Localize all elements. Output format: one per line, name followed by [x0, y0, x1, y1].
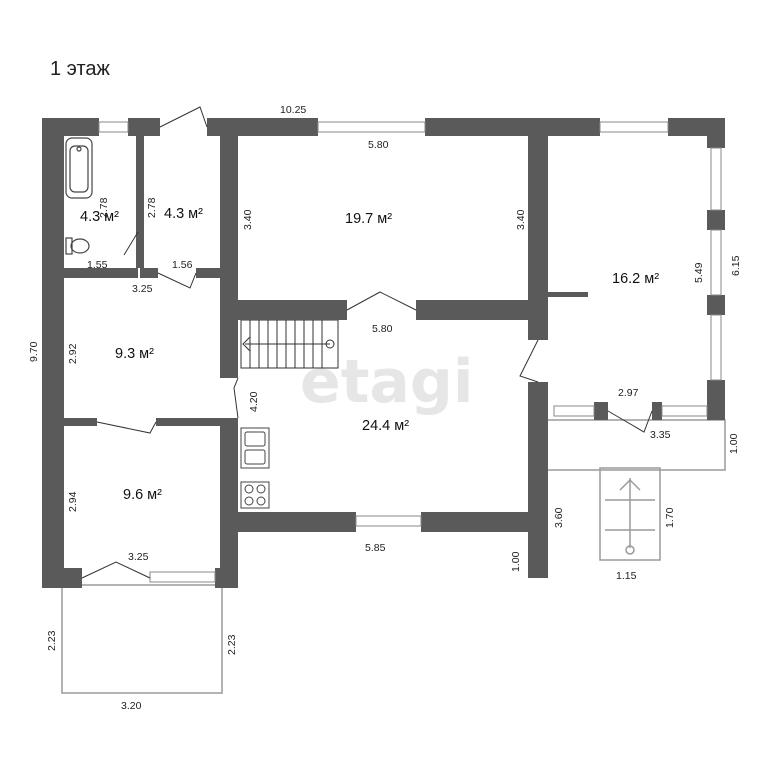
window — [149, 571, 216, 583]
exterior-stair — [599, 467, 661, 561]
door — [519, 339, 539, 383]
terrace — [61, 584, 223, 694]
dim-kitchen-wall-stub: 1.00 — [510, 551, 522, 572]
dim-hall-height: 2.78 — [146, 197, 158, 218]
dim-left-total: 9.70 — [28, 341, 40, 362]
dim-bath-height: 2.78 — [98, 197, 110, 218]
dim-corner-bottom-outer: 3.35 — [650, 429, 671, 441]
window — [710, 147, 722, 211]
floor-title: 1 этаж — [50, 58, 110, 80]
dim-hall-width: 1.56 — [172, 259, 193, 271]
windows — [98, 121, 722, 583]
dim-corner-bottom-inner: 2.97 — [618, 387, 639, 399]
door — [123, 231, 139, 256]
dim-stair-height: 4.20 — [248, 391, 260, 412]
room-area-hall: 4.3 м² — [164, 206, 203, 222]
toilet — [65, 237, 90, 255]
room-area-entry: 9.6 м² — [123, 487, 162, 503]
dim-stair-ext-height: 1.70 — [664, 507, 676, 528]
dim-room-left-height: 2.92 — [67, 343, 79, 364]
dim-bath-width: 1.55 — [87, 259, 108, 271]
dim-terrace-right-height: 2.23 — [226, 634, 238, 655]
window — [661, 405, 708, 417]
dim-top-living: 5.80 — [368, 139, 389, 151]
dim-porch-right-height: 1.00 — [728, 433, 740, 454]
door — [346, 291, 417, 311]
dim-room-left-width: 3.25 — [132, 283, 153, 295]
door — [96, 421, 157, 434]
dim-terrace-left-height: 2.23 — [46, 630, 58, 651]
dim-kitchen-right-height: 3.60 — [553, 507, 565, 528]
dim-terrace-width: 3.20 — [121, 700, 142, 712]
window — [710, 229, 722, 296]
bathtub — [65, 137, 93, 199]
walls — [42, 118, 725, 588]
outlines — [61, 419, 726, 694]
room-area-living: 19.7 м² — [345, 211, 392, 227]
dim-kitchen-bottom: 5.85 — [365, 542, 386, 554]
window — [710, 314, 722, 381]
dim-living-left-height: 3.40 — [242, 209, 254, 230]
dim-stair-ext-width: 1.15 — [616, 570, 637, 582]
dim-corner-height-outer: 6.15 — [730, 255, 742, 276]
room-area-kitchen: 24.4 м² — [362, 418, 409, 434]
room-area-bath: 4.3 м² — [80, 209, 119, 225]
door — [607, 410, 653, 433]
door — [233, 377, 239, 419]
dim-living-right-height: 3.40 — [515, 209, 527, 230]
window — [553, 405, 595, 417]
room-area-corner: 16.2 м² — [612, 271, 659, 287]
doors — [81, 106, 653, 579]
dim-entry-height: 2.94 — [67, 491, 79, 512]
kitchen-fixtures — [240, 427, 270, 509]
interior-stair — [240, 319, 339, 369]
watermark: etagi — [300, 347, 473, 417]
window — [317, 121, 426, 133]
dim-entry-width: 3.25 — [128, 551, 149, 563]
door — [157, 272, 197, 289]
room-area-left: 9.3 м² — [115, 346, 154, 362]
window — [355, 515, 422, 527]
dim-corner-height-inner: 5.49 — [693, 262, 705, 283]
window — [599, 121, 669, 133]
dim-top-total: 10.25 — [280, 104, 306, 116]
window — [98, 121, 129, 133]
dim-living-bottom: 5.80 — [372, 323, 393, 335]
door — [81, 561, 151, 579]
door — [159, 106, 208, 128]
